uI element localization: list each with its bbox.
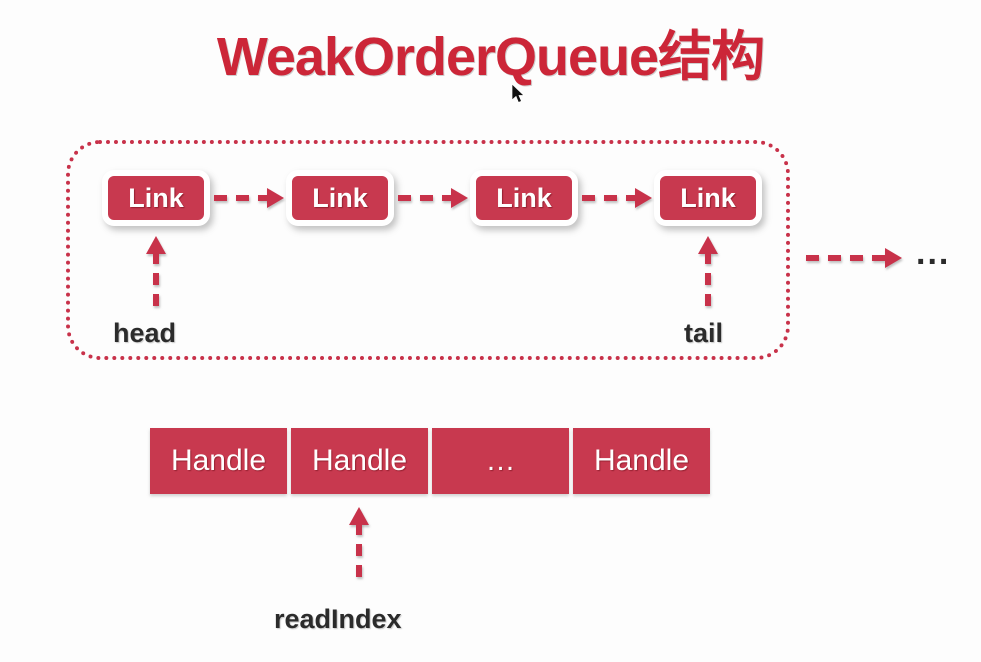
page-title: WeakOrderQueue结构 — [216, 27, 765, 87]
arrow-head-icon — [698, 236, 718, 254]
link-node-2[interactable]: Link — [470, 170, 578, 226]
arrow-shaft — [153, 252, 159, 306]
arrow-shaft — [214, 195, 270, 201]
link-node-0[interactable]: Link — [102, 170, 210, 226]
arrow-shaft — [356, 523, 362, 585]
handle-cell-label: Handle — [311, 444, 408, 477]
link-connector-arrow-2 — [582, 188, 652, 208]
link-node-label: Link — [312, 182, 368, 213]
link-connector-arrow-0 — [214, 188, 284, 208]
read-index-pointer-label: readIndex — [274, 604, 402, 634]
link-list-container — [66, 140, 790, 360]
head-pointer-label: head — [113, 318, 177, 348]
arrow-shaft — [582, 195, 638, 201]
link-node-label: Link — [496, 182, 552, 213]
tail-pointer-arrow — [698, 236, 718, 306]
handle-array: Handle Handle … Handle — [150, 428, 710, 494]
arrow-shaft — [705, 252, 711, 306]
link-node-1[interactable]: Link — [286, 170, 394, 226]
arrow-head-icon — [885, 248, 902, 268]
arrow-head-icon — [451, 188, 468, 208]
arrow-shaft — [398, 195, 454, 201]
arrow-head-icon — [635, 188, 652, 208]
mouse-pointer-icon — [512, 84, 525, 103]
tail-pointer-label: tail — [684, 318, 724, 348]
handle-cell-label: Handle — [593, 444, 690, 477]
handle-cell-1[interactable]: Handle — [291, 428, 428, 494]
handle-cell-ellipsis[interactable]: … — [432, 428, 569, 494]
link-overflow-arrow — [806, 248, 902, 268]
link-connector-arrow-1 — [398, 188, 468, 208]
link-node-label: Link — [680, 182, 736, 213]
handle-cell-label: … — [485, 444, 516, 477]
read-index-pointer-arrow — [349, 507, 369, 585]
handle-cell-3[interactable]: Handle — [573, 428, 710, 494]
arrow-head-icon — [349, 507, 369, 525]
link-node-3[interactable]: Link — [654, 170, 762, 226]
handle-cell-0[interactable]: Handle — [150, 428, 287, 494]
arrow-head-icon — [146, 236, 166, 254]
arrow-head-icon — [267, 188, 284, 208]
head-pointer-arrow — [146, 236, 166, 306]
link-node-label: Link — [128, 182, 184, 213]
link-overflow-ellipsis: ... — [916, 234, 951, 272]
handle-cell-label: Handle — [170, 444, 267, 477]
arrow-shaft — [806, 255, 888, 261]
